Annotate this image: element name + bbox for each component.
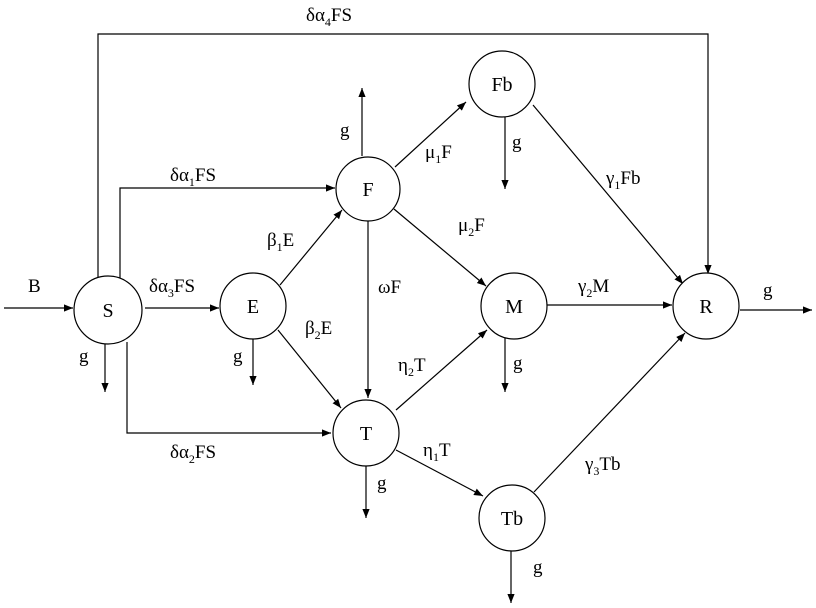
label-omega-f: ωF <box>378 277 401 298</box>
label-gamma1-fb: γ1Fb <box>605 168 640 192</box>
outflow-label-e: g <box>233 346 243 367</box>
label-gamma2-m: γ2M <box>577 276 609 300</box>
edge-t-to-tb <box>395 449 484 497</box>
edge-fb-to-r <box>532 104 684 285</box>
node-s-label: S <box>102 300 113 322</box>
node-r-label: R <box>699 296 713 318</box>
outflow-label-s: g <box>79 346 89 367</box>
label-b: B <box>28 276 41 297</box>
label-delta-alpha3-fs: δα3FS <box>149 276 195 300</box>
label-delta-alpha2-fs: δα2FS <box>170 442 216 466</box>
edge-f-to-fb <box>394 101 467 168</box>
edge-e-to-t <box>277 329 342 409</box>
label-delta-alpha4-fs: δα4FS <box>306 5 352 29</box>
edge-e-to-f <box>279 209 343 286</box>
edge-tb-to-r <box>533 332 686 493</box>
label-eta1-t: η1T <box>423 440 451 464</box>
outflow-label-m: g <box>513 353 523 374</box>
edge-s-to-r-top <box>97 33 712 279</box>
edge-s-to-t <box>126 342 331 437</box>
node-m-label: M <box>505 296 523 318</box>
outflow-label-f: g <box>340 120 350 141</box>
edge-f-to-m <box>393 208 487 287</box>
node-fb: Fb <box>468 50 536 118</box>
label-delta-alpha1-fs: δα1FS <box>170 165 216 189</box>
node-tb: Tb <box>478 484 546 552</box>
node-fb-label: Fb <box>491 74 512 96</box>
label-gamma3-tb: γ3Tb <box>584 454 621 478</box>
node-f-label: F <box>362 179 373 201</box>
outflow-label-t: g <box>377 473 387 494</box>
label-mu2-f: μ2F <box>458 215 485 239</box>
node-t-label: T <box>360 423 372 445</box>
node-tb-label: Tb <box>501 508 523 530</box>
node-s: S <box>73 275 143 345</box>
label-beta2-e: β2E <box>305 318 332 342</box>
node-e: E <box>219 272 287 340</box>
node-f: F <box>335 156 401 222</box>
outflow-label-fb: g <box>512 132 522 153</box>
outflow-label-tb: g <box>533 557 543 578</box>
node-e-label: E <box>247 296 259 318</box>
label-eta2-t: η2T <box>398 355 426 379</box>
node-m: M <box>480 272 548 340</box>
label-beta1-e: β1E <box>267 230 294 254</box>
node-t: T <box>332 399 400 467</box>
label-mu1-f: μ1F <box>425 142 452 166</box>
edge-t-to-m <box>395 329 488 411</box>
node-r: R <box>672 272 740 340</box>
edge-s-to-f <box>119 184 335 282</box>
outflow-label-r: g <box>763 280 773 301</box>
